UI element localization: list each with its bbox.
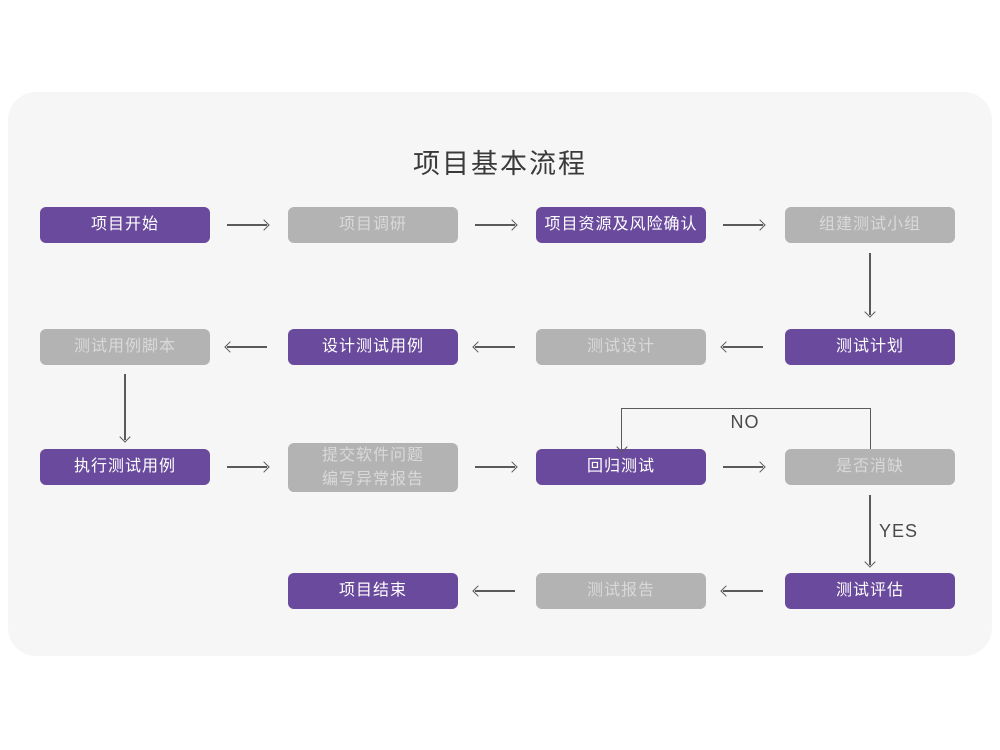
arrow-right-icon-research-to-resource bbox=[474, 219, 518, 231]
arrow-down-icon-decision-to-evaluation bbox=[864, 494, 876, 568]
arrow-right-icon-start-to-research bbox=[226, 219, 270, 231]
arrow-left-icon-design-to-cases bbox=[472, 341, 516, 353]
arrow-down-icon-team-to-plan bbox=[864, 252, 876, 318]
node-regression-test: 回归测试 bbox=[536, 449, 706, 485]
node-test-report: 测试报告 bbox=[536, 573, 706, 609]
node-execute-test-cases: 执行测试用例 bbox=[40, 449, 210, 485]
arrow-left-icon-plan-to-design bbox=[720, 341, 764, 353]
node-build-test-team: 组建测试小组 bbox=[785, 207, 955, 243]
decision-label-no: NO bbox=[730, 412, 760, 432]
node-test-case-script: 测试用例脚本 bbox=[40, 329, 210, 365]
node-project-start: 项目开始 bbox=[40, 207, 210, 243]
arrow-left-icon-cases-to-script bbox=[224, 341, 268, 353]
decision-label-yes: YES bbox=[879, 521, 919, 541]
node-resource-risk-confirm: 项目资源及风险确认 bbox=[536, 207, 706, 243]
node-defect-resolved-decision: 是否消缺 bbox=[785, 449, 955, 485]
node-submit-issue-report: 提交软件问题 编写异常报告 bbox=[288, 443, 458, 492]
arrow-down-icon-script-to-execute bbox=[119, 373, 131, 443]
connector-no-loop bbox=[615, 408, 871, 453]
arrow-right-icon-execute-to-submit bbox=[226, 461, 270, 473]
arrow-right-icon-regression-to-decision bbox=[722, 461, 766, 473]
arrow-right-icon-resource-to-team bbox=[722, 219, 766, 231]
node-project-end: 项目结束 bbox=[288, 573, 458, 609]
arrow-left-icon-evaluation-to-report bbox=[720, 585, 764, 597]
node-test-plan: 测试计划 bbox=[785, 329, 955, 365]
node-design-test-cases: 设计测试用例 bbox=[288, 329, 458, 365]
page-title: 项目基本流程 bbox=[413, 149, 587, 179]
flowchart-card bbox=[8, 92, 992, 656]
node-test-design: 测试设计 bbox=[536, 329, 706, 365]
arrow-left-icon-report-to-end bbox=[472, 585, 516, 597]
node-project-research: 项目调研 bbox=[288, 207, 458, 243]
arrow-right-icon-submit-to-regression bbox=[474, 461, 518, 473]
node-test-evaluation: 测试评估 bbox=[785, 573, 955, 609]
